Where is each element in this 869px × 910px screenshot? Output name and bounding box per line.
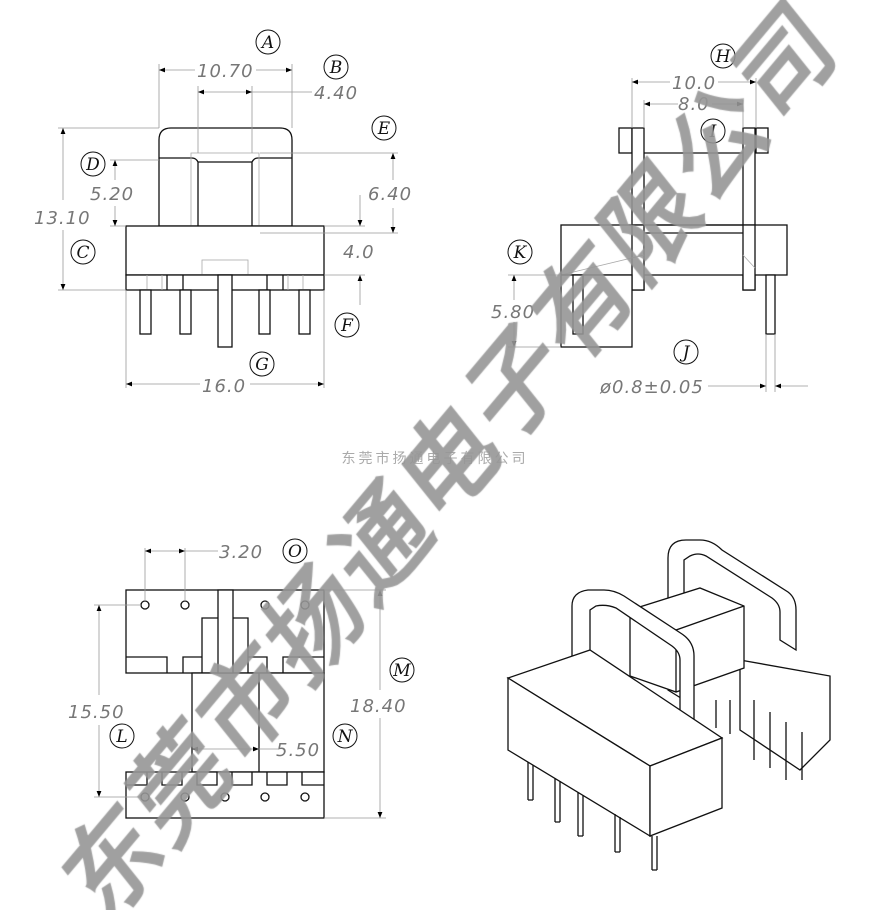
svg-text:B: B <box>329 58 343 78</box>
svg-text:G: G <box>255 355 269 375</box>
label-i: I <box>700 118 726 144</box>
svg-text:K: K <box>513 243 528 263</box>
dim-8-0: 8.0 <box>678 94 710 115</box>
pin <box>139 289 152 335</box>
label-d: D <box>80 151 106 177</box>
front-view: 10.70 4.40 13.10 5.20 6.40 4.0 16.0 A B … <box>34 29 412 397</box>
dim-18-40: 18.40 <box>350 696 407 717</box>
dim-10-0: 10.0 <box>672 73 716 94</box>
label-h: H <box>710 43 736 69</box>
svg-text:A: A <box>260 33 274 53</box>
dim-13-10: 13.10 <box>34 208 91 229</box>
center-pin <box>217 274 233 348</box>
label-n: N <box>332 723 358 749</box>
svg-text:L: L <box>115 727 127 747</box>
label-a: A <box>255 29 281 55</box>
label-o: O <box>282 538 308 564</box>
company-caption: 东莞市扬通电子有限公司 <box>342 450 529 467</box>
svg-text:C: C <box>76 243 89 263</box>
pin <box>179 289 192 335</box>
svg-text:N: N <box>337 727 354 747</box>
bottom-view: 3.20 15.50 5.50 18.40 O L N M <box>68 538 415 819</box>
svg-text:F: F <box>340 316 354 336</box>
label-m: M <box>389 657 415 683</box>
dim-5-50: 5.50 <box>276 740 320 761</box>
svg-text:E: E <box>377 119 391 139</box>
svg-text:M: M <box>392 661 411 681</box>
label-c: C <box>70 239 96 265</box>
dim-15-50: 15.50 <box>68 702 125 723</box>
dim-5-20: 5.20 <box>90 184 134 205</box>
dim-16-0: 16.0 <box>202 376 246 397</box>
dim-4-0: 4.0 <box>343 242 375 263</box>
svg-text:O: O <box>288 542 302 562</box>
dim-10-70: 10.70 <box>197 61 254 82</box>
svg-text:I: I <box>709 122 717 142</box>
label-k: K <box>507 239 533 265</box>
label-b: B <box>323 54 349 80</box>
dim-3-20: 3.20 <box>219 542 263 563</box>
svg-text:D: D <box>85 155 100 175</box>
label-g: G <box>249 351 275 377</box>
dim-5-80: 5.80 <box>491 302 535 323</box>
pin <box>765 274 776 335</box>
svg-text:H: H <box>715 47 732 67</box>
dim-pin-diameter: ø0.8±0.05 <box>599 377 704 398</box>
side-view: 10.0 8.0 5.80 ø0.8±0.05 H I K J <box>491 43 808 398</box>
label-j: J <box>673 339 699 365</box>
label-e: E <box>371 115 397 141</box>
dim-6-40: 6.40 <box>368 184 412 205</box>
pin <box>258 289 271 335</box>
label-l: L <box>109 723 135 749</box>
isometric-view <box>506 539 831 871</box>
pin <box>298 289 311 335</box>
dim-4-40: 4.40 <box>314 83 358 104</box>
label-f: F <box>334 312 360 338</box>
